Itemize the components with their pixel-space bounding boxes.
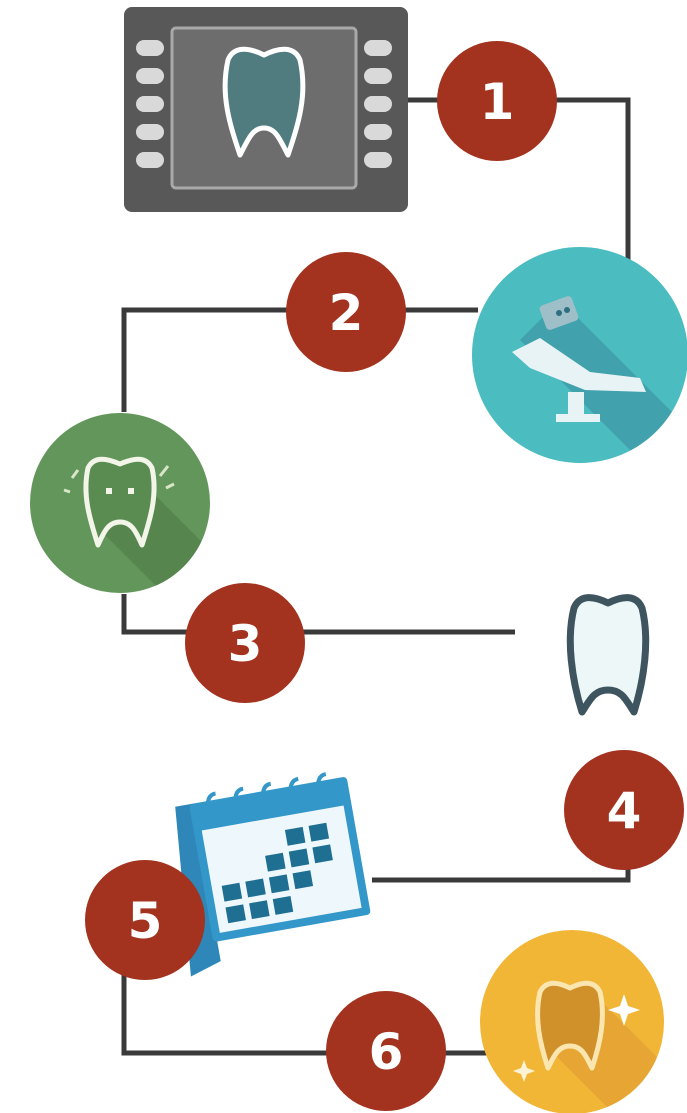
step-number-6: 6 xyxy=(369,1023,404,1081)
step-number-5: 5 xyxy=(128,892,163,950)
step-badge-1: 1 xyxy=(437,41,557,161)
sensitive-tooth-icon xyxy=(30,413,210,593)
dental-chair-icon xyxy=(472,247,687,463)
step-badge-3: 3 xyxy=(185,583,305,703)
step-badge-5: 5 xyxy=(85,860,205,980)
connector-3 xyxy=(121,594,515,635)
step-number-4: 4 xyxy=(607,782,642,840)
tooth-icon xyxy=(566,594,650,716)
step-number-3: 3 xyxy=(228,615,263,673)
calendar-icon xyxy=(175,772,371,977)
step-badge-4: 4 xyxy=(564,750,684,870)
step-badge-6: 6 xyxy=(326,991,446,1111)
step-number-2: 2 xyxy=(329,284,364,342)
step-badge-2: 2 xyxy=(286,252,406,372)
sparkling-tooth-icon xyxy=(480,930,664,1113)
step-number-1: 1 xyxy=(480,73,515,131)
dental-xray-icon xyxy=(124,7,408,212)
connector-4 xyxy=(372,860,631,883)
